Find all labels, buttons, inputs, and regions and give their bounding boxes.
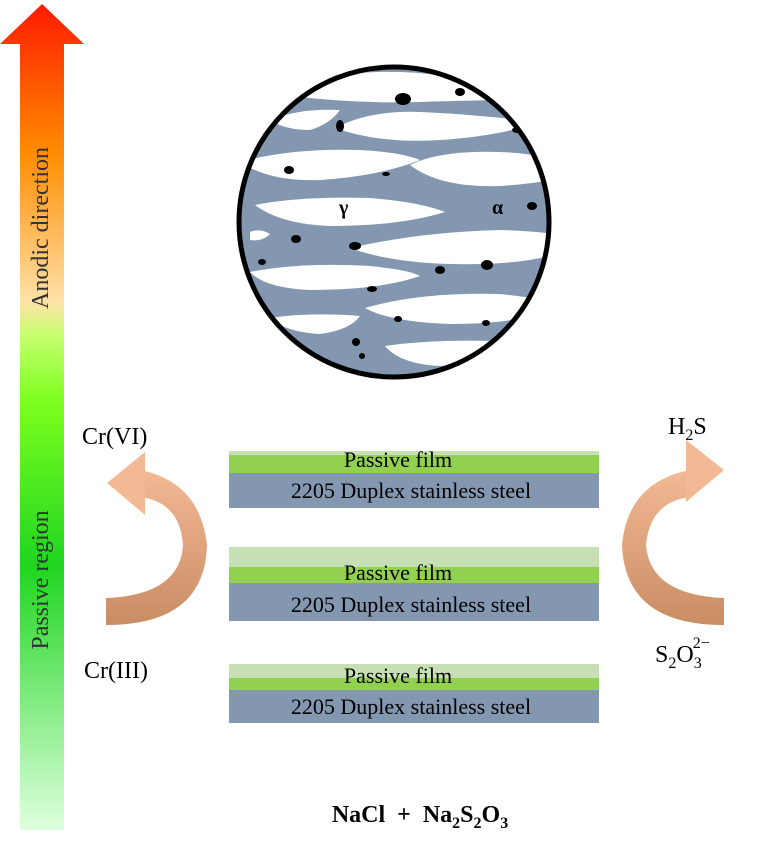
anodic-direction-arrow: Anodic direction Passive region <box>0 4 84 830</box>
left-arc <box>106 470 207 625</box>
right-arrow-head <box>686 440 724 502</box>
layer-stack-2: Passive film 2205 Duplex stainless steel <box>229 547 599 621</box>
passive-film-layer <box>229 678 599 690</box>
passive-region-label: Passive region <box>28 510 54 649</box>
steel-label: 2205 Duplex stainless steel <box>291 592 531 617</box>
cr-iii-label: Cr(III) <box>84 658 148 684</box>
steel-substrate <box>229 583 599 621</box>
alpha-phase-label: α <box>492 197 503 219</box>
passive-film-label: Passive film <box>344 560 452 585</box>
thiosulfate-label: S2O32− <box>655 635 710 672</box>
left-cycle-arrow: Cr(VI) Cr(III) <box>82 424 207 684</box>
left-arrow-head <box>107 452 145 515</box>
cr-vi-label: Cr(VI) <box>82 424 147 450</box>
right-arc <box>622 470 724 625</box>
steel-substrate <box>229 690 599 723</box>
h2s-label: H2S <box>668 414 707 444</box>
gamma-phase-grains <box>240 71 549 366</box>
steel-label: 2205 Duplex stainless steel <box>291 694 531 719</box>
passive-film-light-layer <box>229 547 599 567</box>
steel-label: 2205 Duplex stainless steel <box>291 478 531 503</box>
pits <box>258 88 537 359</box>
layer-stack-3: Passive film 2205 Duplex stainless steel <box>229 663 599 723</box>
layer-stack-1: Passive film 2205 Duplex stainless steel <box>229 447 599 508</box>
right-cycle-arrow: H2S S2O32− <box>622 414 724 672</box>
arrow-body <box>0 4 84 830</box>
passive-film-label: Passive film <box>344 447 452 472</box>
passive-film-layer <box>229 567 599 583</box>
anodic-direction-label: Anodic direction <box>28 147 54 309</box>
passive-film-layer <box>229 451 599 473</box>
steel-substrate <box>229 473 599 508</box>
passive-film-label: Passive film <box>344 663 452 688</box>
passive-film-light-layer <box>229 664 599 678</box>
solution-formula: NaCl + Na2S2O3 <box>332 802 508 832</box>
gamma-phase-label: γ <box>338 197 349 219</box>
microstructure-circle: γ α <box>236 64 552 380</box>
passive-film-light-strip <box>229 451 599 455</box>
